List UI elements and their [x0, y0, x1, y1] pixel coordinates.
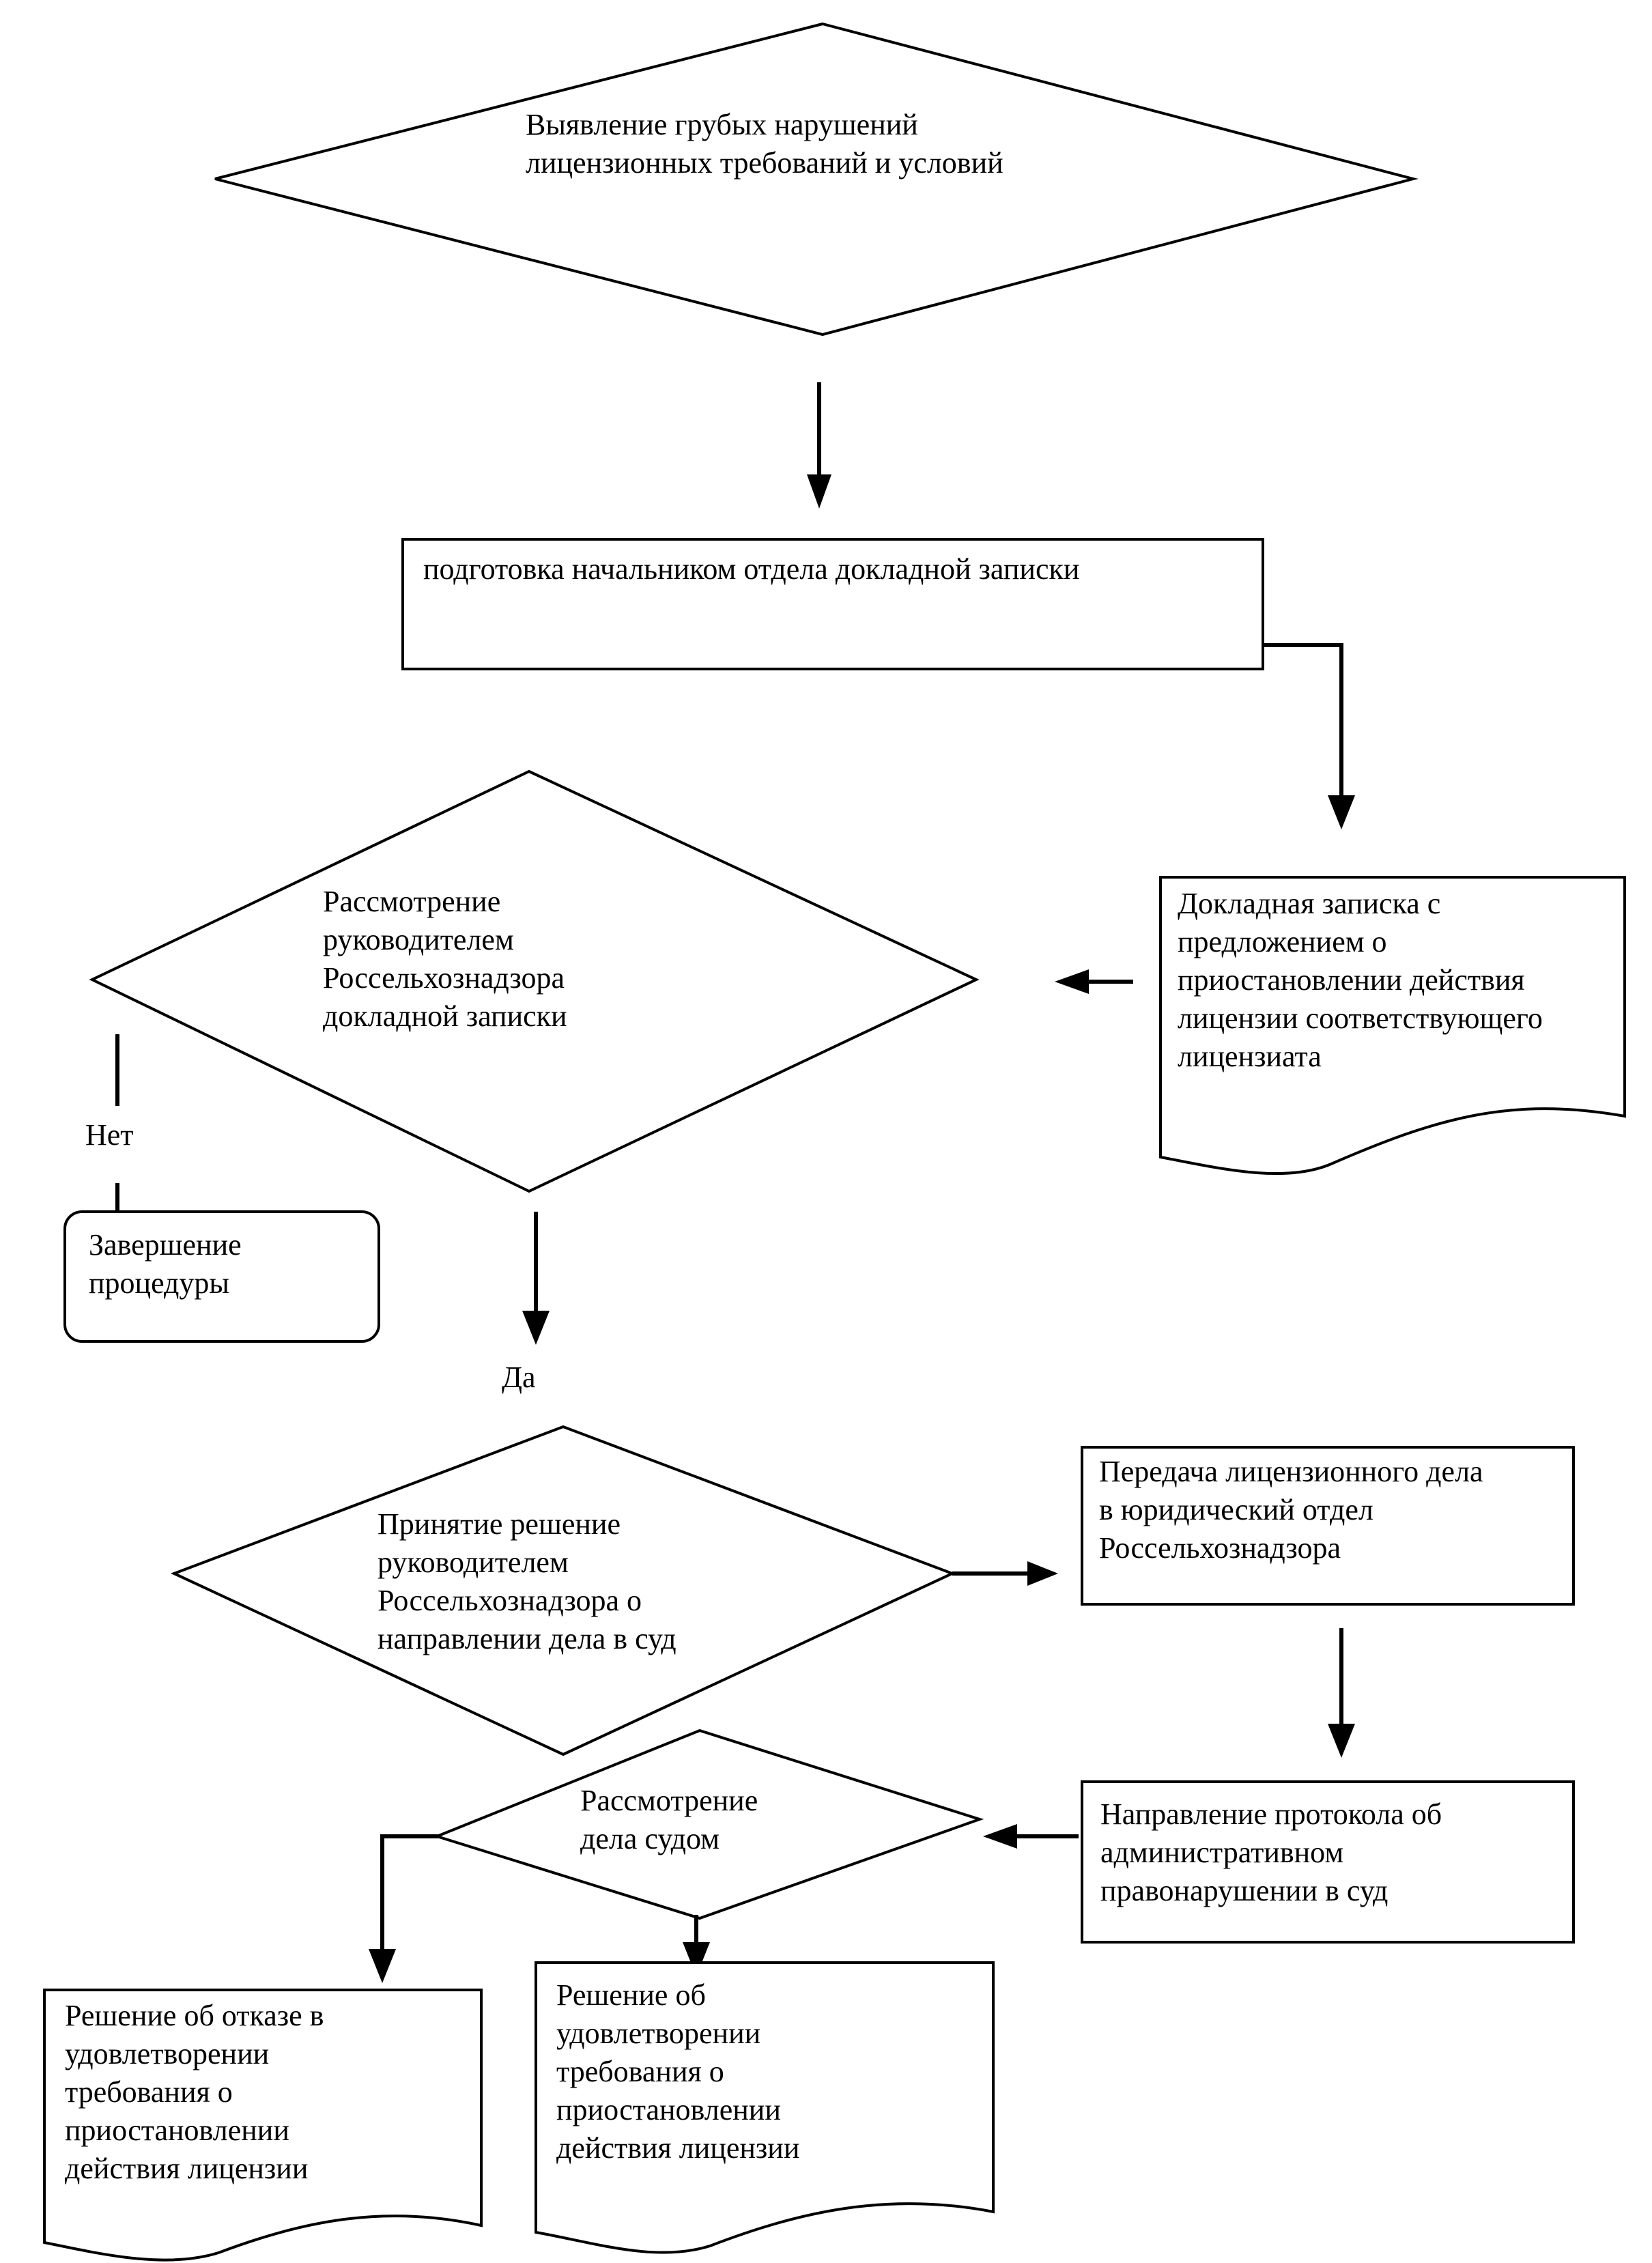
arrowhead-down-5 [369, 1949, 396, 1983]
court-decision-diamond [170, 1425, 956, 1756]
start-decision-diamond [214, 22, 1419, 337]
end-procedure-box [63, 1210, 380, 1343]
prepare-memo-label: подготовка начальником отдела докладной … [423, 552, 1080, 586]
arrowhead-right-1 [1027, 1561, 1058, 1586]
protocol-to-court-label: Направление протокола об административно… [1100, 1797, 1442, 1907]
arrowhead-down-4 [1328, 1724, 1355, 1758]
arrow-prepare-to-memo [1263, 643, 1343, 795]
protocol-to-court-box [1081, 1780, 1575, 1944]
arrow-court-review-to-refusal [380, 1834, 440, 1949]
yes-label: Да [502, 1361, 536, 1394]
arrowhead-down-2 [1328, 795, 1355, 829]
memo-document-label: Докладная записка с предложением о приос… [1178, 887, 1543, 1073]
arrowhead-left-1 [1055, 969, 1089, 994]
refusal-document-label: Решение об отказе в удовлетворении требо… [65, 1999, 324, 2185]
approval-document-label: Решение об удовлетворении требования о п… [556, 1978, 800, 2165]
review-decision-label: Рассмотрение руководителем Россельхознад… [323, 885, 567, 1033]
end-procedure-label: Завершение процедуры [89, 1228, 242, 1300]
court-review-label: Рассмотрение дела судом [580, 1784, 758, 1855]
arrowhead-down-3 [522, 1311, 550, 1345]
memo-document-shape [1159, 876, 1626, 1176]
court-decision-label: Принятие решение руководителем Россельхо… [378, 1507, 677, 1655]
approval-document-shape [535, 1961, 995, 2254]
court-review-diamond [433, 1728, 984, 1920]
prepare-memo-box [401, 538, 1264, 670]
arrowhead-down-6 [683, 1942, 710, 1976]
no-label: Нет [85, 1118, 134, 1152]
review-decision-diamond [89, 769, 980, 1193]
transfer-case-label: Передача лицензионного дела в юридически… [1099, 1455, 1483, 1565]
arrowhead-down-1 [807, 474, 831, 509]
start-decision-label: Выявление грубых нарушений лицензионных … [526, 108, 1003, 180]
transfer-case-box [1081, 1446, 1575, 1606]
refusal-document-shape [43, 1989, 483, 2262]
arrowhead-left-2 [983, 1824, 1017, 1849]
